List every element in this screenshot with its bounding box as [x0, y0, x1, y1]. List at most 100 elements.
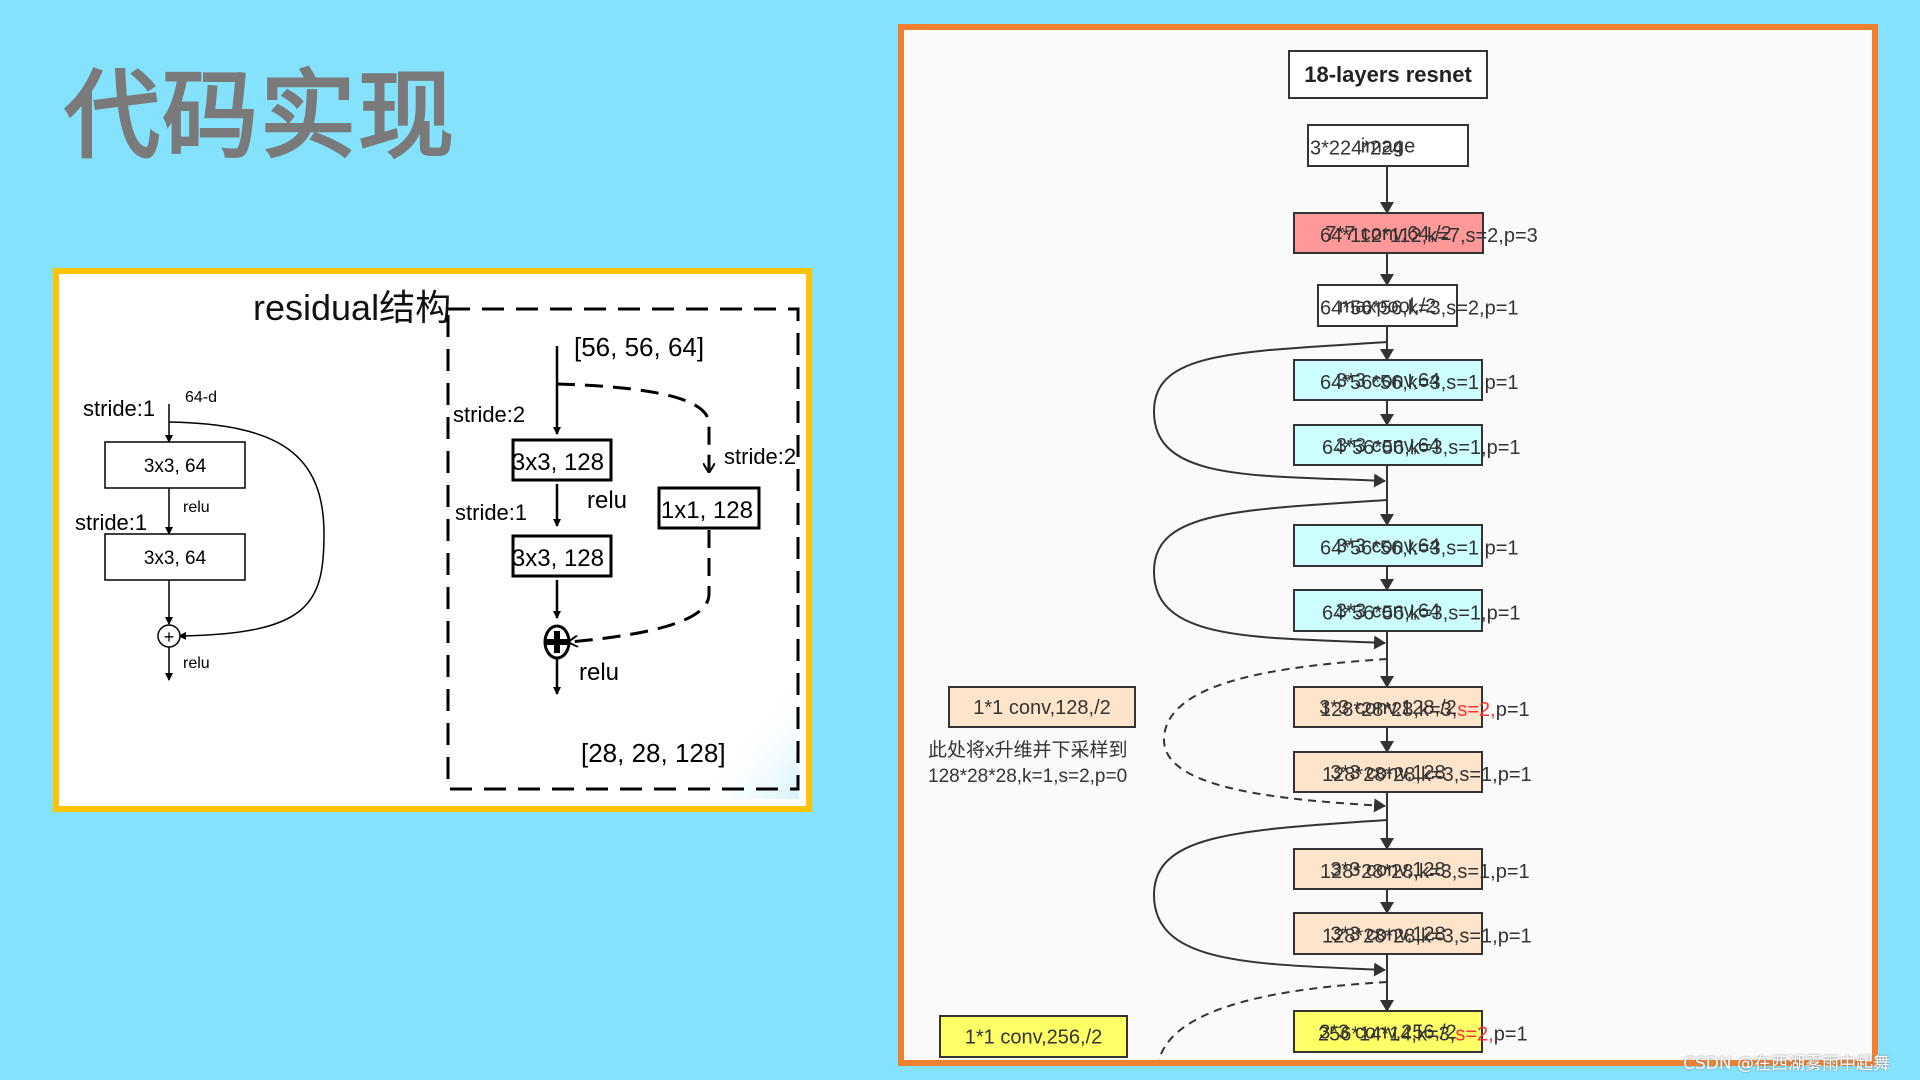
shortcut-label: 1*1 conv,128,/2	[973, 697, 1111, 719]
shortcut-box	[948, 686, 1136, 728]
relu-label: relu	[579, 659, 619, 686]
add-symbol: +	[164, 627, 175, 647]
shortcut-stride-label: stride:2	[724, 444, 796, 469]
conv-box-label: 3x3, 64	[144, 456, 207, 477]
layer-box	[1293, 848, 1483, 890]
decorative-gradient	[699, 654, 799, 799]
layer-label: 3*3 conv,128	[1330, 924, 1445, 946]
connections	[1152, 166, 1394, 1060]
layer-info: 128*28*28,k=3,s=1,p=1	[1322, 926, 1532, 948]
resnet-title: 18-layers resnet	[1304, 62, 1472, 87]
stride-label-top: stride:1	[83, 396, 155, 421]
layer-label: 3*3 conv,64	[1336, 536, 1440, 558]
layer-label: 3*3 conv,64	[1336, 601, 1440, 623]
residual-figure-panel: residual结构 stride:1 64-d 3x3, 64 relu st…	[53, 268, 812, 812]
layer-info: 64*112*112,k=7,s=2,p=3	[1320, 225, 1538, 247]
shortcut-label: 1*1 conv,256,/2	[965, 1027, 1103, 1049]
layer-label: maxpool,/2	[1339, 296, 1437, 318]
shortcut-note: 此处将x升维并下采样到	[928, 739, 1128, 761]
residual-diagram: residual结构 stride:1 64-d 3x3, 64 relu st…	[75, 287, 800, 799]
shortcut-boxes: 1*1 conv,128,/2 此处将x升维并下采样到 128*28*28,k=1,…	[928, 686, 1136, 1058]
layer-box	[1293, 212, 1484, 254]
layer-box	[1293, 424, 1483, 466]
downsample-block: [56, 56, 64] stride:2 3x3, 128 relu stri…	[446, 307, 800, 791]
layer-1: 7*7 conv,64,/264*112*112,k=7,s=2,p=3	[1293, 212, 1538, 254]
output-shape: [28, 28, 128]	[581, 738, 726, 768]
stride-highlight: s=2,	[1455, 1024, 1493, 1046]
watermark: CSDN @在西湖雾雨中起舞	[1683, 1054, 1890, 1074]
layer-info: 64*56*56,k=3,s=1,p=1	[1322, 603, 1521, 625]
conv-box-label: 3x3, 128	[512, 545, 604, 572]
input-shape: [56, 56, 64]	[574, 332, 704, 362]
relu-label: relu	[183, 499, 210, 516]
conv-box	[104, 533, 246, 581]
identity-skip	[1152, 341, 1388, 488]
slide-title: 代码实现	[64, 60, 456, 172]
layer-label: image	[1361, 136, 1415, 158]
layer-label: 3*3 conv,128	[1330, 859, 1445, 881]
layer-info: 3*224*224	[1310, 138, 1403, 160]
layer-box	[1293, 589, 1483, 632]
layer-label: 3*3 conv,128,/2	[1319, 697, 1457, 719]
layer-label: 3*3 conv,64	[1336, 370, 1440, 392]
layer-info: 128*28*28,k=3,s=2,p=1	[1320, 699, 1530, 721]
shortcut-1: 1*1 conv,256,/2	[939, 1015, 1128, 1058]
shortcut-conv-box	[657, 486, 761, 530]
relu-label: relu	[183, 655, 210, 672]
layer-info: 64*56*56,k=3,s=1,p=1	[1320, 538, 1519, 560]
residual-title: residual结构	[253, 287, 451, 328]
stride-highlight: s=2,	[1457, 699, 1495, 721]
layer-info: 128*28*28,k=3,s=1,p=1	[1322, 764, 1532, 786]
stride-label: stride:1	[455, 500, 527, 525]
input-dim-label: 64-d	[185, 389, 217, 406]
shortcut-box	[939, 1015, 1128, 1058]
layer-label: 3*3 conv,256,/2	[1319, 1022, 1457, 1044]
layer-label: 7*7 conv,64,/2	[1325, 223, 1451, 245]
layer-info: 64*56*56,k=3,s=1,p=1	[1320, 372, 1519, 394]
layer-info: 64*56*56,k=3,s=2,p=1	[1320, 298, 1519, 320]
conv-box-label: 3x3, 128	[512, 449, 604, 476]
conv-box	[511, 438, 613, 482]
layer-info: 64*56*56,k=3,s=1,p=1	[1322, 437, 1521, 459]
layer-label: 3*3 conv,128	[1330, 762, 1445, 784]
shortcut-0: 1*1 conv,128,/2 此处将x升维并下采样到 128*28*28,k=1,…	[928, 686, 1136, 787]
identity-skip	[1152, 499, 1388, 650]
projection-skip	[1162, 658, 1388, 813]
identity-skip	[1152, 819, 1388, 977]
dashed-shortcut	[569, 530, 711, 642]
layer-info: 256*14*14,k=3,s=2,p=1	[1318, 1024, 1528, 1046]
stride-label: stride:2	[453, 402, 525, 427]
shortcut-note: 128*28*28,k=1,s=2,p=0	[928, 766, 1127, 787]
layer-2: maxpool,/264*56*56,k=3,s=2,p=1	[1317, 284, 1519, 327]
skip-connection	[168, 421, 325, 640]
relu-label: relu	[587, 487, 627, 514]
layer-label: 3*3 conv,64	[1336, 435, 1440, 457]
conv-box	[104, 441, 246, 489]
basic-block: stride:1 64-d 3x3, 64 relu stride:1 3x3,…	[75, 389, 325, 681]
layer-box	[1293, 524, 1483, 567]
stride-label-bottom: stride:1	[75, 510, 147, 535]
conv-box-label: 3x3, 64	[144, 548, 207, 569]
dashed-frame	[446, 307, 800, 791]
layer-box	[1293, 912, 1483, 955]
projection-skip	[1158, 981, 1388, 1060]
layer-box	[1293, 359, 1483, 401]
layer-box	[1293, 1010, 1483, 1053]
conv-box	[511, 534, 613, 578]
shortcut-conv-label: 1x1, 128	[661, 497, 753, 524]
resnet-title-box	[1288, 50, 1488, 99]
layer-info: 128*28*28,k=3,s=1,p=1	[1320, 861, 1530, 883]
